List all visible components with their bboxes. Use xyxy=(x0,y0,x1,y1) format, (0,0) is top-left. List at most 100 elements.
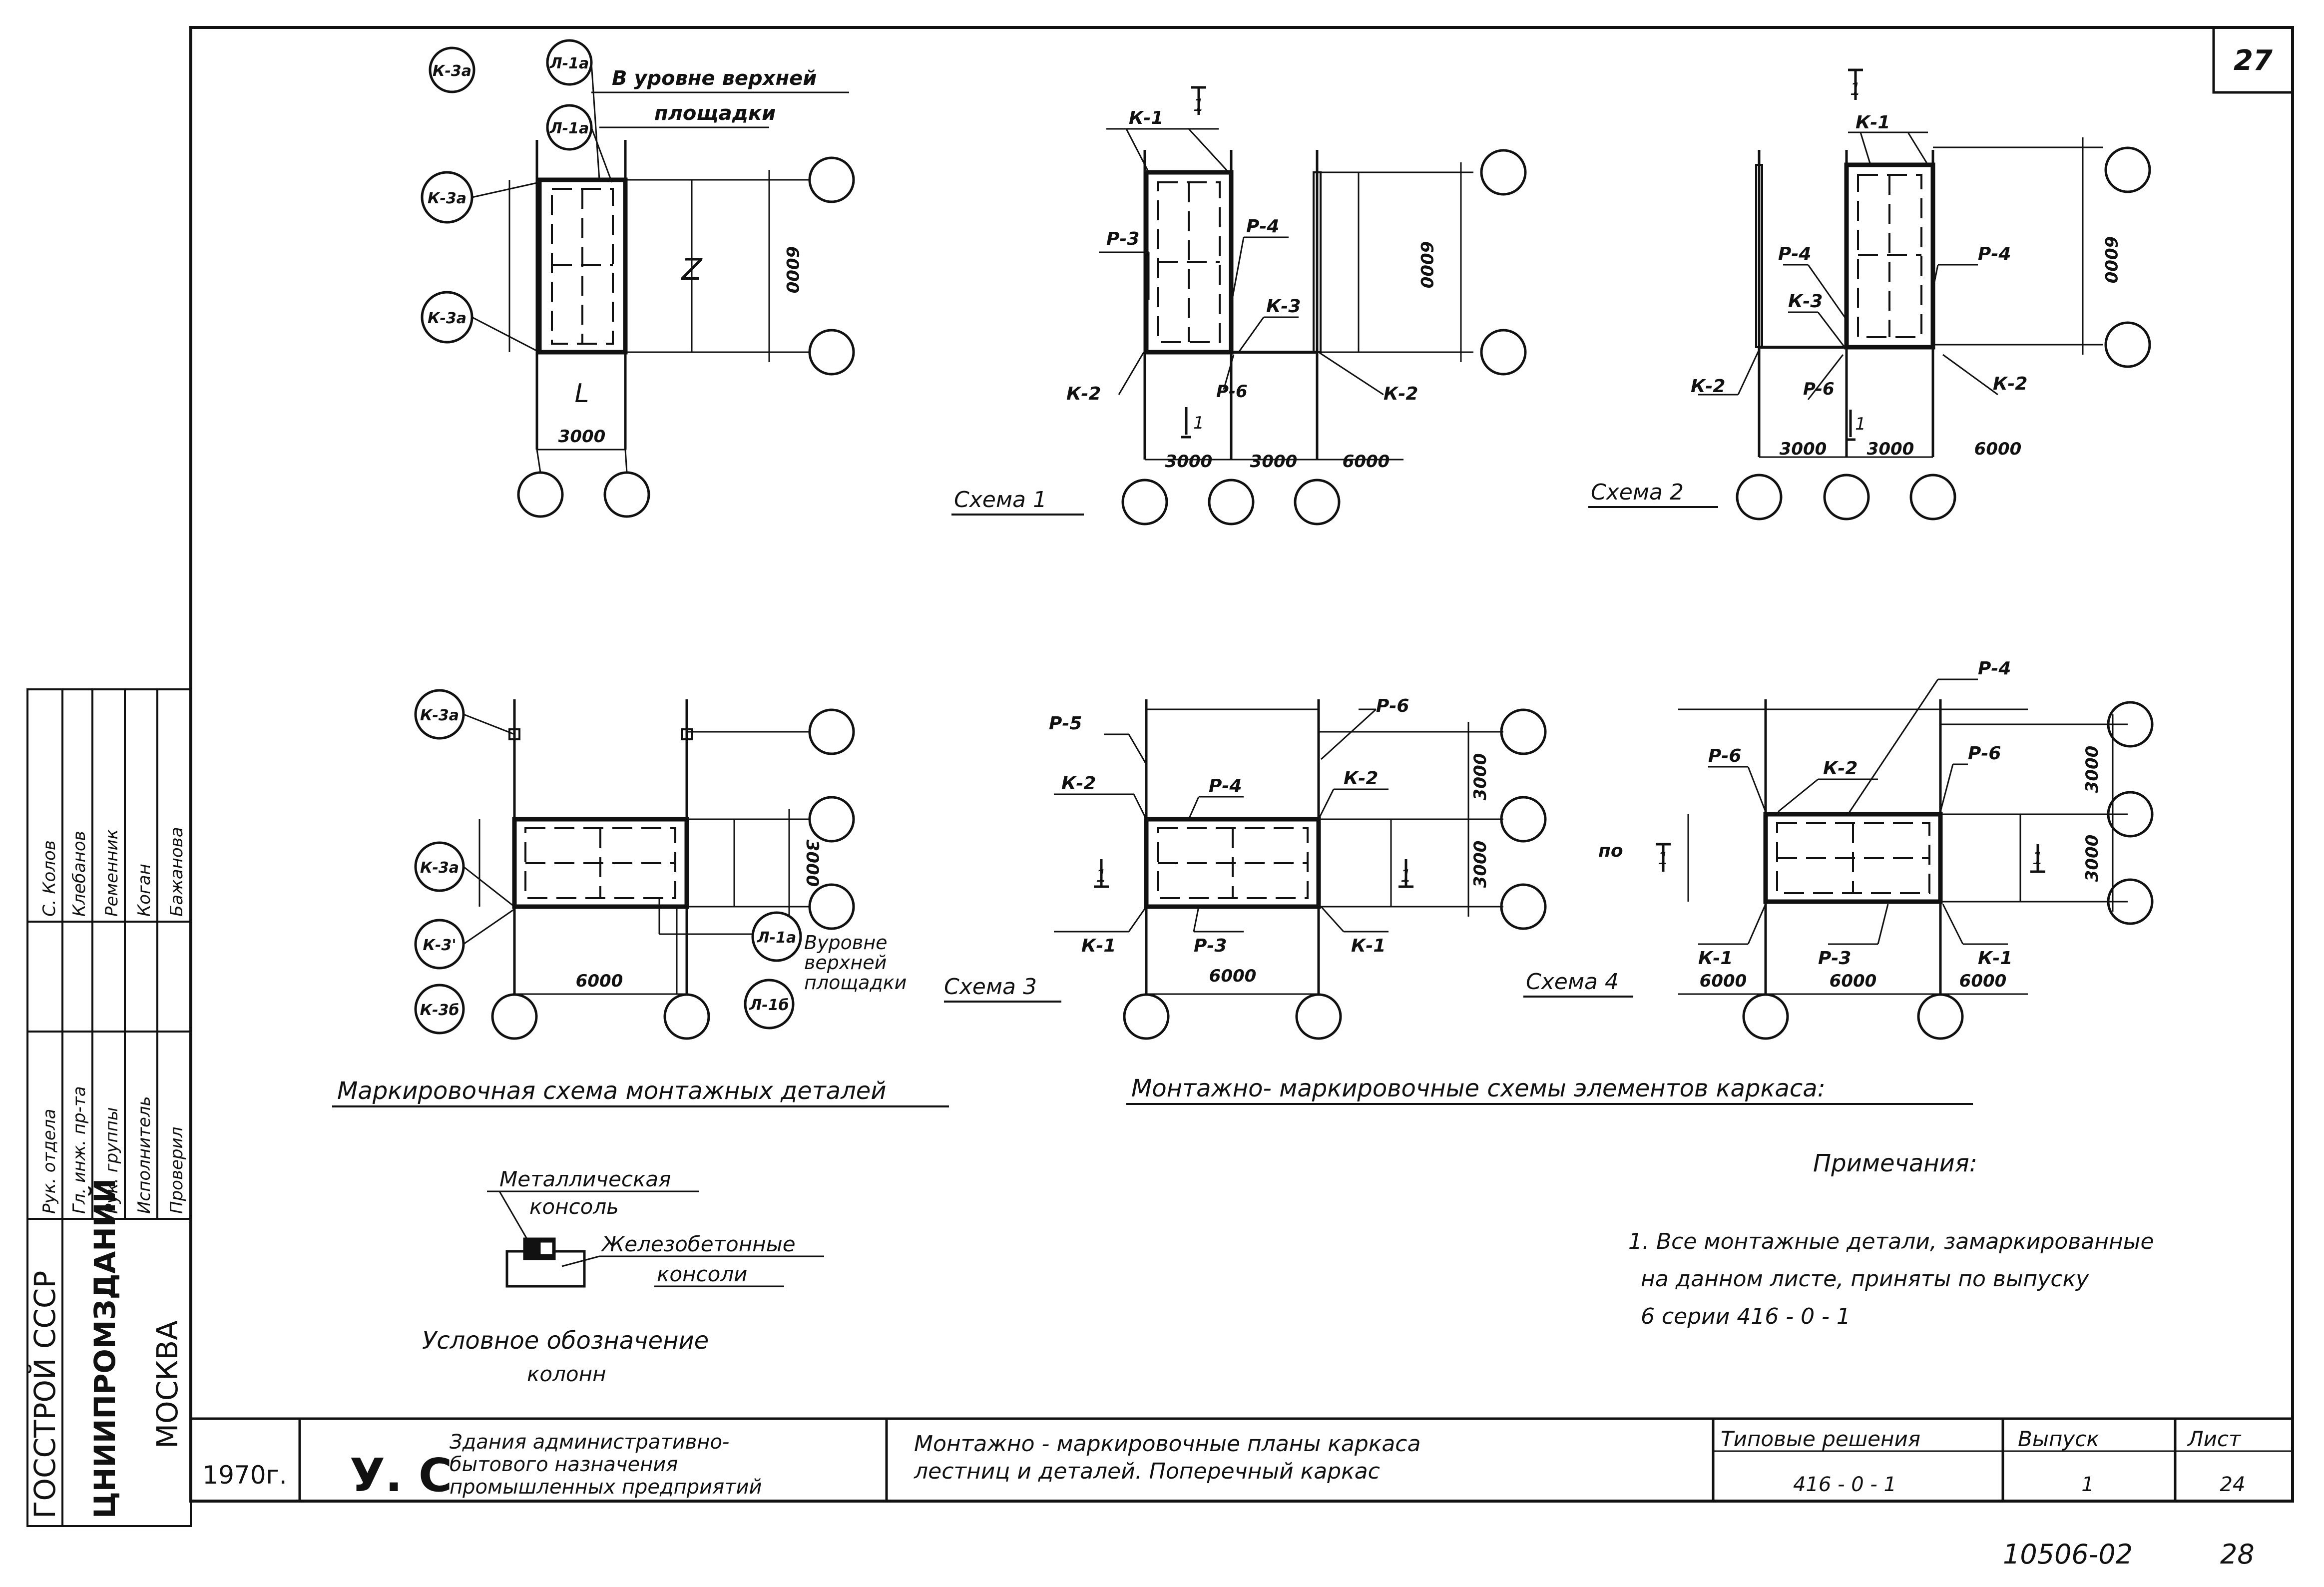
s2-dim-c: 6000 xyxy=(1974,439,2022,459)
marking-scheme-labels: К-3а К-3а К-3' К-3б Л-1а Л-1б Вуровне ве… xyxy=(337,707,907,1105)
m-k3b: К-3б xyxy=(420,1002,460,1019)
m-k3-low: К-3' xyxy=(423,937,456,954)
s4-dim-v1: 3000 xyxy=(2082,746,2102,793)
tb-issue-label: Выпуск xyxy=(2018,1427,2099,1451)
s3-k1-right: К-1 xyxy=(1351,936,1386,956)
s1-section-top: 1 xyxy=(1193,95,1204,115)
tb-year: 1970г. xyxy=(202,1461,287,1490)
schemes-caption: Монтажно- маркировочные схемы элементов … xyxy=(1131,1074,1826,1102)
s1-title: Схема 1 xyxy=(954,487,1047,513)
tb-title-1: Монтажно - маркировочные планы каркаса xyxy=(914,1431,1420,1457)
s3-section-right: 1 xyxy=(1400,866,1411,886)
stamp-org-1: ГОССТРОЙ СССР xyxy=(27,1271,62,1519)
tb-title-2: лестниц и деталей. Поперечный каркас xyxy=(914,1459,1380,1484)
s4-p4: Р-4 xyxy=(1978,658,2011,679)
legend-metal-2: консоль xyxy=(529,1194,619,1219)
stamp-name-2: Ременник xyxy=(102,829,122,917)
sheet-number: 27 xyxy=(2234,44,2273,77)
s1-dim-a: 3000 xyxy=(1165,452,1213,472)
m-l1b: Л-1б xyxy=(749,997,789,1014)
s4-po: по xyxy=(1598,841,1623,861)
s1-k1: К-1 xyxy=(1129,108,1163,128)
label-k3a-mid: К-3а xyxy=(428,190,466,207)
stamp-name-3: Коган xyxy=(134,864,154,917)
legend-rc-1: Железобетонные xyxy=(600,1232,796,1256)
s1-p6: Р-6 xyxy=(1216,382,1248,402)
scheme-4-labels: Р-4 Р-6 Р-6 К-2 К-1 К-1 Р-3 по 1 1 6000 … xyxy=(1526,658,2102,995)
note-line-3: 6 серии 416 - 0 - 1 xyxy=(1641,1304,1851,1329)
scheme-3-labels: Р-5 Р-6 К-2 К-2 Р-4 К-1 К-1 Р-3 1 1 6000… xyxy=(944,696,1490,1000)
legend-caption-1: Условное обозначение xyxy=(422,1327,709,1355)
break-mark-l: L xyxy=(575,379,589,409)
tb-series-label: Типовые решения xyxy=(1721,1427,1920,1451)
s3-p3: Р-3 xyxy=(1194,936,1227,956)
scheme-3 xyxy=(944,699,1547,1040)
break-mark-z: Z xyxy=(680,252,703,287)
m-k3a-top: К-3а xyxy=(420,707,459,724)
s3-p5: Р-5 xyxy=(1049,713,1082,734)
stamp-name-4: Бажанова xyxy=(167,827,187,917)
dim-3000: 3000 xyxy=(558,427,606,447)
s2-p6: Р-6 xyxy=(1803,379,1835,399)
scheme-top-left-labels: К-3а Л-1а Л-1а К-3а К-3а В уровне верхне… xyxy=(428,55,817,447)
stamp-role-1: Гл. инж. пр-та xyxy=(69,1086,89,1214)
note-line-1: 1. Все монтажные детали, замаркированные xyxy=(1628,1229,2154,1254)
s4-p6-left: Р-6 xyxy=(1708,746,1741,766)
s4-title: Схема 4 xyxy=(1526,969,1619,995)
marking-scheme-title: Маркировочная схема монтажных деталей xyxy=(337,1077,887,1105)
s3-dim-6000: 6000 xyxy=(1209,966,1257,986)
s3-title: Схема 3 xyxy=(944,974,1037,1000)
s4-p3: Р-3 xyxy=(1818,948,1851,969)
s2-title: Схема 2 xyxy=(1591,480,1684,505)
stamp-role-3: Исполнитель xyxy=(134,1096,154,1214)
s4-section-left: 1 xyxy=(1658,849,1669,869)
sheet-number-box xyxy=(2212,26,2294,94)
stamp-name-0: С. Колов xyxy=(39,840,59,917)
s4-k1-right: К-1 xyxy=(1978,948,2012,969)
m-l1a: Л-1а xyxy=(757,929,797,947)
scheme-top-left xyxy=(421,39,855,518)
s1-k2-right: К-2 xyxy=(1384,384,1418,404)
legend-metal-1: Металлическая xyxy=(499,1167,671,1191)
dim-6000-vertical: 6000 xyxy=(782,246,802,294)
s2-k1: К-1 xyxy=(1856,112,1890,133)
s2-k2-left: К-2 xyxy=(1691,376,1725,397)
s2-k3: К-3 xyxy=(1788,291,1823,312)
s1-k3: К-3 xyxy=(1266,296,1301,317)
s1-p3: Р-3 xyxy=(1106,229,1139,249)
stamp-org-2: ЦНИИПРОМЗДАНИЙ xyxy=(87,1178,122,1519)
s3-p6: Р-6 xyxy=(1376,696,1409,716)
stamp-role-0: Рук. отдела xyxy=(39,1109,59,1214)
m-note-3: площадки xyxy=(804,972,907,994)
s2-dim-v: 6000 xyxy=(2101,236,2121,284)
s3-k2-left: К-2 xyxy=(1061,773,1096,794)
title-block-text: 1970г. У. С Здания административно- быто… xyxy=(202,1427,2245,1502)
stamp-name-1: Клебанов xyxy=(69,831,89,917)
title-block xyxy=(189,1417,2294,1503)
s2-p4-right: Р-4 xyxy=(1978,244,2011,264)
m-note-2: верхней xyxy=(804,952,887,974)
tb-purpose-2: бытового назначения xyxy=(450,1453,678,1476)
s1-p4: Р-4 xyxy=(1246,216,1279,237)
tb-issue-value: 1 xyxy=(2081,1473,2094,1496)
s4-dim-a: 6000 xyxy=(1700,971,1747,991)
s3-dim-v1: 3000 xyxy=(1470,753,1490,801)
scheme-4 xyxy=(1523,678,2154,1040)
s1-dim-v: 6000 xyxy=(1416,241,1436,289)
s4-dim-b: 6000 xyxy=(1830,971,1877,991)
s1-dim-c: 6000 xyxy=(1343,452,1390,472)
tb-sheet-label: Лист xyxy=(2187,1427,2242,1451)
m-k3a-mid: К-3а xyxy=(420,859,459,877)
scheme-2 xyxy=(1588,68,2151,521)
scheme-2-labels: К-1 Р-4 Р-4 К-3 К-2 К-2 Р-6 1 1 3000 300… xyxy=(1591,79,2121,505)
note-line-2: на данном листе, приняты по выпуску xyxy=(1641,1266,2089,1292)
legend-rc-2: консоли xyxy=(657,1262,747,1286)
s3-k2-right: К-2 xyxy=(1344,768,1378,789)
s2-k2-right: К-2 xyxy=(1993,374,2027,394)
s4-p6-right: Р-6 xyxy=(1968,743,2001,764)
legend-caption-2: колонн xyxy=(527,1362,606,1386)
label-l1a-mid: Л-1а xyxy=(549,120,589,137)
side-stamp xyxy=(26,688,192,1527)
marking-scheme xyxy=(332,689,949,1107)
